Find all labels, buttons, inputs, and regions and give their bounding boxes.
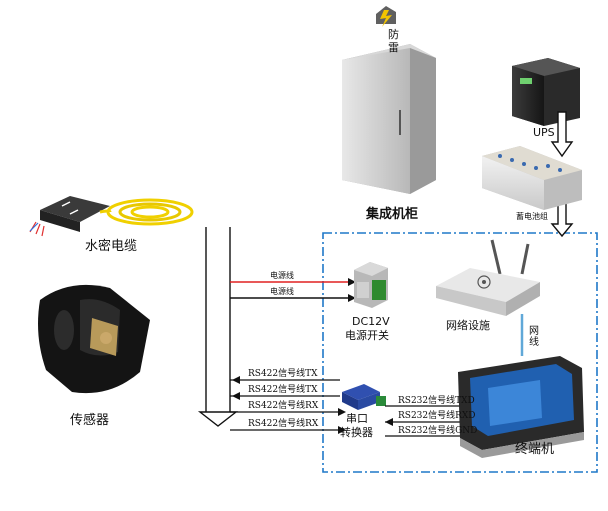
power-lines <box>230 278 356 302</box>
ups-label: UPS <box>533 126 555 139</box>
network-cable-label-1: 网 <box>529 326 539 337</box>
lightning-label-line-2: 雷 <box>388 41 399 54</box>
sensor-label: 传感器 <box>70 413 110 428</box>
lightning-label-line-1: 防 <box>388 28 399 41</box>
rs422-arrowheads <box>232 376 346 434</box>
battery-icon <box>482 146 582 210</box>
router-icon <box>436 239 540 316</box>
rs422-label-4: RS422信号线RX <box>248 419 319 429</box>
psu-name-label: 电源开关 <box>345 329 389 342</box>
cabinet-icon <box>342 44 436 194</box>
rs422-label-2: RS422信号线TX <box>248 385 318 395</box>
network-cable-label-2: 线 <box>529 337 539 348</box>
cabinet-label: 集成机柜 <box>366 207 419 222</box>
network-cable-label: 网 线 <box>528 326 540 348</box>
rs232-label-2: RS232信号线RXD <box>398 411 476 421</box>
rs422-label-3: RS422信号线RX <box>248 401 319 411</box>
psu-icon <box>354 262 388 308</box>
terminal-label: 终端机 <box>515 442 555 457</box>
battery-label: 蓄电池组 <box>516 212 548 221</box>
rs232-lines <box>385 402 476 437</box>
power-line-label-2: 电源线 <box>270 287 294 296</box>
ups-icon <box>512 58 580 126</box>
rs232-label-1: RS232信号线TXD <box>398 396 475 406</box>
rs422-label-1: RS422信号线TX <box>248 369 318 379</box>
cable-icon <box>29 196 194 237</box>
psu-model-label: DC12V <box>352 315 390 328</box>
rs232-label-3: RS232信号线GND <box>398 426 478 436</box>
lightning-icon <box>376 6 396 27</box>
rs422-lines <box>230 379 340 431</box>
sensor-icon <box>38 284 150 394</box>
power-line-label-1: 电源线 <box>270 271 294 280</box>
terminal-icon <box>458 356 584 458</box>
converter-icon <box>342 384 386 410</box>
converter-label-line-1: 串口 <box>346 412 368 425</box>
sensor-bus-lines <box>197 227 239 427</box>
dashed-boundary <box>322 232 598 473</box>
converter-label-line-2: 转换器 <box>340 426 373 439</box>
cable-label: 水密电缆 <box>85 239 138 254</box>
network-label: 网络设施 <box>446 319 490 332</box>
